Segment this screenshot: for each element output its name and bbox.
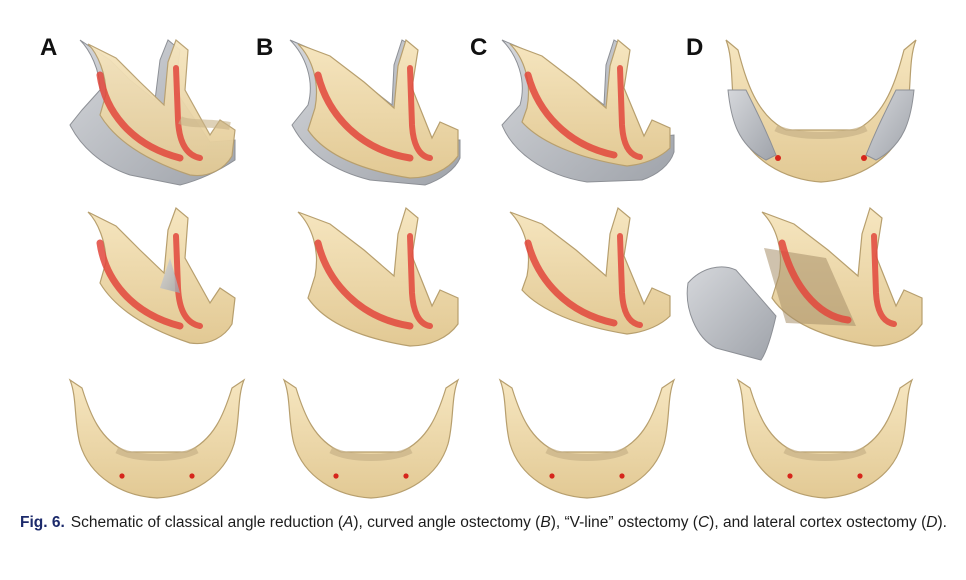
column-label-c: C: [470, 34, 488, 61]
figure-caption: Fig. 6. Schematic of classical angle redu…: [20, 512, 950, 533]
column-label-d: D: [686, 34, 704, 61]
mandible-lateral-d-after: [686, 206, 923, 361]
column-label-b: B: [256, 34, 274, 61]
caption-text-1: Schematic of classical angle reduction (: [70, 514, 344, 531]
caption-text-4: ), and lateral cortex ostectomy (: [709, 514, 927, 531]
mandible-lateral-b-after: [297, 206, 459, 347]
column-label-a: A: [40, 34, 58, 61]
mandible-frontal-d-result: [736, 378, 914, 499]
caption-ref-b: B: [540, 514, 551, 531]
caption-ref-a: A: [343, 514, 354, 531]
mandible-frontal-a-result: [68, 378, 246, 499]
caption-text-3: ), “V-line” ostectomy (: [550, 514, 698, 531]
mandible-lateral-a-after: [87, 206, 236, 345]
mandible-lateral-c-after: [509, 206, 671, 335]
mandible-frontal-d-before: [725, 39, 917, 183]
figure-number: Fig. 6.: [20, 514, 65, 531]
mandible-lateral-a-before: [69, 38, 236, 186]
mandible-frontal-c-result: [498, 378, 676, 499]
caption-ref-d: D: [926, 514, 938, 531]
caption-text-2: ), curved angle ostectomy (: [353, 514, 541, 531]
mandible-frontal-b-result: [282, 378, 460, 499]
figure-panels: A B C D: [40, 34, 923, 499]
removed-cortex-fragment: [686, 266, 777, 361]
caption-text-5: ).: [937, 514, 947, 531]
caption-ref-c: C: [697, 514, 710, 531]
mandible-lateral-c-before: [501, 38, 675, 183]
mandible-lateral-b-before: [289, 38, 461, 186]
